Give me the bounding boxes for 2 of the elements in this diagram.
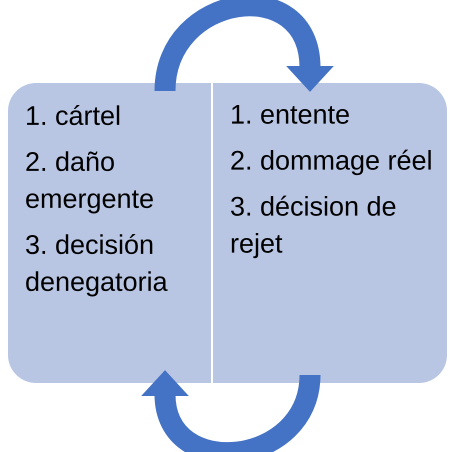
text-panel: 1. entente 2. dommage réel 3. décision de rejet [213, 83, 447, 383]
text-panel: 1. cártel 2. daño emergente 3. decisión denegatoria [8, 83, 211, 383]
